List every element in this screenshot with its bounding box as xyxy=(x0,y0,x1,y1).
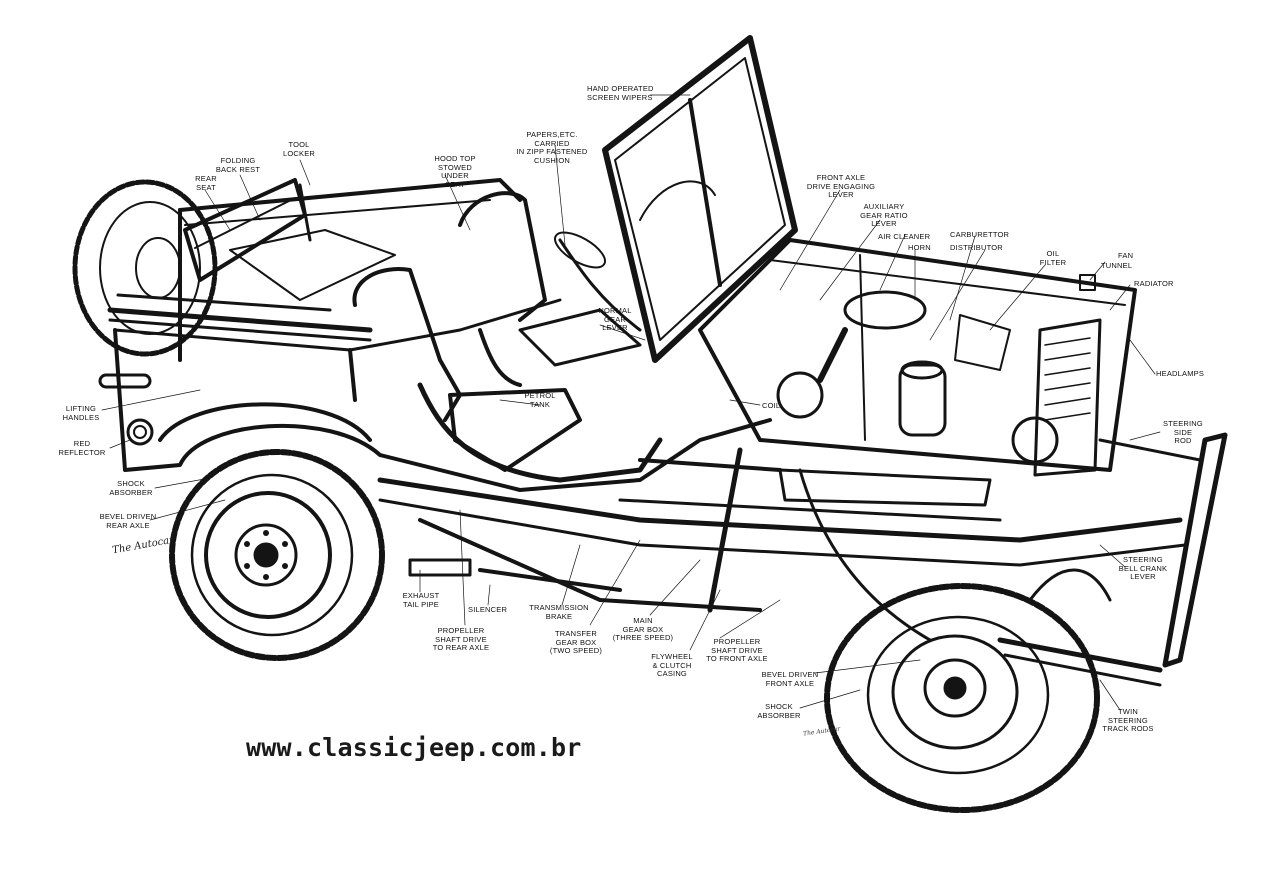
label-steering-bell-crank-lever: STEERING BELL CRANK LEVER xyxy=(1118,555,1168,581)
label-bevel-driven-rear-axle: BEVEL DRIVEN REAR AXLE xyxy=(99,512,157,530)
label-tool-locker: TOOL LOCKER xyxy=(282,140,316,158)
label-horn: HORN xyxy=(908,243,931,252)
label-shock-absorber-front: SHOCK ABSORBER xyxy=(757,702,801,720)
label-rear-seat: REAR SEAT xyxy=(195,174,217,192)
label-exhaust-tail-pipe: EXHAUST TAIL PIPE xyxy=(402,591,440,609)
label-tunnel: TUNNEL xyxy=(1101,261,1133,270)
label-air-cleaner: AIR CLEANER xyxy=(878,232,931,241)
label-front-axle-drive-lever: FRONT AXLE DRIVE ENGAGING LEVER xyxy=(806,173,876,199)
label-propeller-shaft-rear: PROPELLER SHAFT DRIVE TO REAR AXLE xyxy=(432,626,490,652)
label-main-gear-box: MAIN GEAR BOX (THREE SPEED) xyxy=(612,616,674,642)
rear-wheel xyxy=(169,449,385,661)
label-transmission-brake: TRANSMISSION BRAKE xyxy=(529,603,589,621)
label-normal-gear-lever: NORMAL GEAR LEVER xyxy=(598,306,632,332)
label-shock-absorber-rear: SHOCK ABSORBER xyxy=(109,479,153,497)
label-coil: COIL xyxy=(762,401,781,410)
label-transfer-gear-box: TRANSFER GEAR BOX (TWO SPEED) xyxy=(549,629,603,655)
label-papers-etc: PAPERS,ETC. CARRIED IN ZIPP FASTENED CUS… xyxy=(516,130,588,165)
label-petrol-tank: PETROL TANK xyxy=(524,391,556,409)
label-steering-side-rod: STEERING SIDE ROD xyxy=(1163,419,1203,445)
engine-bay xyxy=(698,238,1137,477)
label-flywheel-clutch-casing: FLYWHEEL & CLUTCH CASING xyxy=(651,652,693,678)
label-folding-back-rest: FOLDING BACK REST xyxy=(215,156,261,174)
chassis-frame xyxy=(377,432,1228,687)
label-propeller-shaft-front: PROPELLER SHAFT DRIVE TO FRONT AXLE xyxy=(706,637,768,663)
windscreen xyxy=(602,35,798,363)
label-hand-operated-screen-wipers: HAND OPERATED SCREEN WIPERS xyxy=(587,84,654,102)
body-tub xyxy=(98,178,772,492)
label-silencer: SILENCER xyxy=(468,605,508,614)
label-radiator: RADIATOR xyxy=(1134,279,1174,288)
label-lifting-handles: LIFTING HANDLES xyxy=(62,404,100,422)
label-bevel-driven-front-axle: BEVEL DRIVEN FRONT AXLE xyxy=(761,670,819,688)
label-carburettor: CARBURETTOR xyxy=(950,230,1010,239)
label-fan: FAN xyxy=(1118,251,1134,260)
front-wheel xyxy=(824,568,1112,813)
label-auxiliary-gear-ratio-lever: AUXILIARY GEAR RATIO LEVER xyxy=(860,202,908,228)
label-hood-top: HOOD TOP STOWED UNDER SEAT xyxy=(434,154,476,189)
front-seats xyxy=(352,191,663,483)
website-url: www.classicjeep.com.br xyxy=(246,733,582,762)
label-distributor: DISTRIBUTOR xyxy=(950,243,1003,252)
leader-lines xyxy=(101,94,1161,711)
label-oil-filter: OIL FILTER xyxy=(1039,249,1067,267)
label-red-reflector: RED REFLECTOR xyxy=(58,439,106,457)
label-twin-steering-track-rods: TWIN STEERING TRACK RODS xyxy=(1102,707,1154,733)
label-headlamps: HEADLAMPS xyxy=(1156,369,1205,378)
